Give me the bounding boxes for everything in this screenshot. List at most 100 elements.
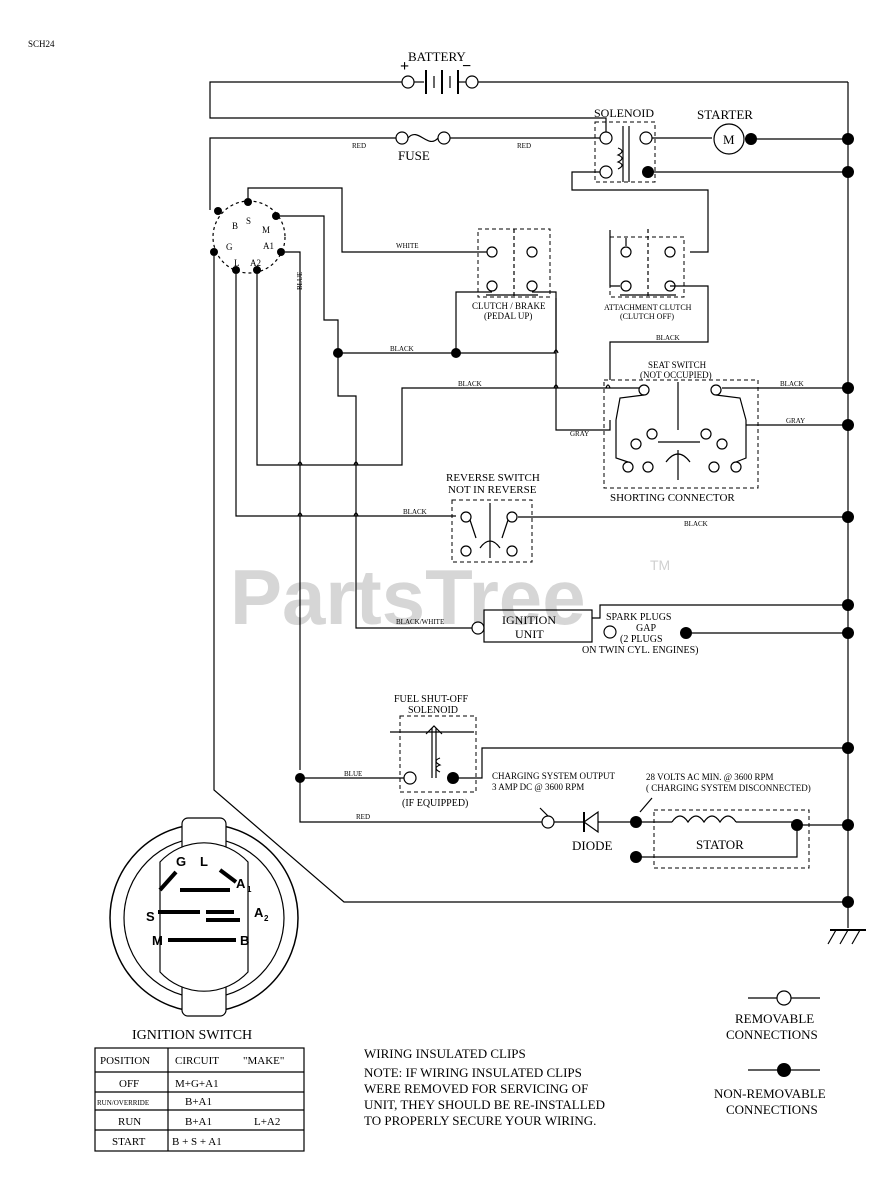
- reverse-switch-sublabel: NOT IN REVERSE: [448, 484, 537, 496]
- battery-negative-terminal: [465, 75, 479, 89]
- clutch-brake-label: CLUTCH / BRAKE: [472, 301, 546, 311]
- charging-output-label: CHARGING SYSTEM OUTPUT: [492, 771, 616, 781]
- seat-switch-label: SEAT SWITCH: [648, 360, 707, 370]
- table-row-extra: L+A2: [254, 1116, 280, 1128]
- face-b: B: [240, 933, 249, 948]
- charging-output-terminal: [541, 815, 555, 829]
- svg-text:B: B: [232, 221, 238, 231]
- seat-switch: SEAT SWITCH (NOT OCCUPIED) SHORTING CONN…: [603, 360, 759, 504]
- svg-text:L: L: [234, 258, 240, 268]
- battery-plus: +: [400, 58, 409, 75]
- wiring-clips-note: WIRING INSULATED CLIPS NOTE: IF WIRING I…: [364, 1046, 605, 1128]
- diode: DIODE: [554, 810, 632, 853]
- wire-black-white: BLACK/WHITE: [396, 618, 444, 626]
- ignition-unit: IGNITION UNIT: [471, 609, 617, 643]
- svg-text:SOLENOID: SOLENOID: [408, 705, 458, 716]
- table-row-position: OFF: [119, 1078, 139, 1090]
- svg-text:(2 PLUGS: (2 PLUGS: [620, 634, 663, 645]
- table-row-circuit: B+A1: [185, 1096, 212, 1108]
- face-g: G: [176, 854, 186, 869]
- table-row-position: START: [112, 1136, 146, 1148]
- wire-black-2: BLACK: [458, 380, 482, 388]
- wire-gray-1: GRAY: [786, 417, 805, 425]
- svg-text:1: 1: [247, 885, 252, 894]
- spark-plugs-label: SPARK PLUGS: [606, 612, 672, 623]
- clutch-brake-switch: CLUTCH / BRAKE (PEDAL UP): [472, 228, 551, 321]
- wire-blue-1: BLUE: [296, 272, 304, 290]
- stator-label: STATOR: [696, 837, 744, 852]
- doc-id: SCH24: [28, 39, 55, 49]
- svg-text:CONNECTIONS: CONNECTIONS: [726, 1027, 818, 1042]
- svg-text:( CHARGING SYSTEM DISCONNECTED: ( CHARGING SYSTEM DISCONNECTED): [646, 783, 811, 793]
- face-a1: A: [236, 876, 246, 891]
- ignition-table: POSITION CIRCUIT "MAKE" OFF M+G+A1 RUN/O…: [94, 1047, 305, 1152]
- battery: BATTERY + −: [400, 49, 479, 94]
- wire-black-5: BLACK: [780, 380, 804, 388]
- note-line: WERE REMOVED FOR SERVICING OF: [364, 1081, 588, 1096]
- fuel-shutoff-solenoid: FUEL SHUT-OFF SOLENOID (IF EQUIPPED): [390, 694, 477, 809]
- ignition-unit-label: IGNITION: [502, 613, 556, 627]
- note-line: TO PROPERLY SECURE YOUR WIRING.: [364, 1113, 596, 1128]
- reverse-switch: REVERSE SWITCH NOT IN REVERSE: [446, 472, 540, 563]
- ground-bus: [478, 81, 866, 945]
- legend-nonremovable-label: NON-REMOVABLE: [714, 1086, 826, 1101]
- table-row-circuit: B+A1: [185, 1116, 212, 1128]
- shorting-connector-label: SHORTING CONNECTOR: [610, 492, 735, 504]
- diode-label: DIODE: [572, 838, 612, 853]
- reverse-switch-label: REVERSE SWITCH: [446, 472, 540, 484]
- stator: STATOR: [642, 809, 810, 869]
- svg-text:(IF EQUIPPED): (IF EQUIPPED): [402, 798, 468, 809]
- svg-text:CONNECTIONS: CONNECTIONS: [726, 1102, 818, 1117]
- ignition-unit-sublabel: UNIT: [515, 627, 544, 641]
- table-header-make: "MAKE": [243, 1055, 284, 1067]
- table-header-circuit: CIRCUIT: [175, 1055, 219, 1067]
- battery-label: BATTERY: [408, 49, 466, 64]
- table-row-position: RUN: [118, 1116, 141, 1128]
- clutch-brake-sublabel: (PEDAL UP): [484, 311, 532, 321]
- svg-text:3 AMP DC @ 3600 RPM: 3 AMP DC @ 3600 RPM: [492, 782, 584, 792]
- svg-text:GAP: GAP: [636, 623, 656, 634]
- svg-text:ON TWIN CYL. ENGINES): ON TWIN CYL. ENGINES): [582, 645, 698, 656]
- note-line: UNIT, THEY SHOULD BE RE-INSTALLED: [364, 1097, 605, 1112]
- wire-black-6: BLACK: [684, 520, 708, 528]
- battery-positive-terminal: [401, 75, 415, 89]
- wire-white: WHITE: [396, 242, 419, 250]
- seat-switch-sublabel: (NOT OCCUPIED): [640, 370, 712, 380]
- wire-blue-2: BLUE: [344, 770, 362, 778]
- svg-text:2: 2: [264, 914, 269, 923]
- legend-nonremovable-symbol: [777, 1063, 791, 1077]
- attachment-clutch-switch: ATTACHMENT CLUTCH (CLUTCH OFF): [604, 229, 692, 321]
- face-l: L: [200, 854, 208, 869]
- ignition-switch-terminals: B S M G A1 L A2: [210, 198, 286, 274]
- face-s: S: [146, 909, 155, 924]
- note-line: NOTE: IF WIRING INSULATED CLIPS: [364, 1065, 582, 1080]
- fuse: FUSE: [395, 131, 451, 163]
- wire-red-2: RED: [517, 142, 531, 150]
- watermark-tm: TM: [650, 557, 670, 573]
- legend-removable-label: REMOVABLE: [735, 1011, 814, 1026]
- spark-plugs: SPARK PLUGS GAP (2 PLUGS ON TWIN CYL. EN…: [582, 612, 698, 656]
- wire-red-1: RED: [352, 142, 366, 150]
- table-row-position: RUN/OVERRIDE: [97, 1099, 149, 1107]
- legend: REMOVABLE CONNECTIONS NON-REMOVABLE CONN…: [714, 990, 826, 1117]
- ac-volts-label: 28 VOLTS AC MIN. @ 3600 RPM: [646, 772, 774, 782]
- attachment-clutch-label: ATTACHMENT CLUTCH: [604, 303, 692, 312]
- starter-solenoid: SOLENOID: [594, 106, 656, 183]
- starter-motor-symbol: M: [723, 132, 735, 147]
- fuel-shutoff-label: FUEL SHUT-OFF: [394, 694, 468, 705]
- solenoid-label: SOLENOID: [594, 106, 654, 120]
- battery-minus: −: [462, 58, 471, 75]
- svg-text:G: G: [226, 242, 233, 252]
- wire-black-4: BLACK: [390, 345, 414, 353]
- ground-node: [842, 166, 854, 178]
- svg-text:A2: A2: [250, 258, 261, 268]
- wire-red-3: RED: [356, 813, 370, 821]
- fuse-label: FUSE: [398, 148, 430, 163]
- table-header-position: POSITION: [100, 1055, 150, 1067]
- ground-node: [842, 133, 854, 145]
- wire-black-3: BLACK: [656, 334, 680, 342]
- face-a2: A: [254, 905, 264, 920]
- svg-text:M: M: [262, 225, 270, 235]
- ignition-switch-label: IGNITION SWITCH: [132, 1028, 252, 1043]
